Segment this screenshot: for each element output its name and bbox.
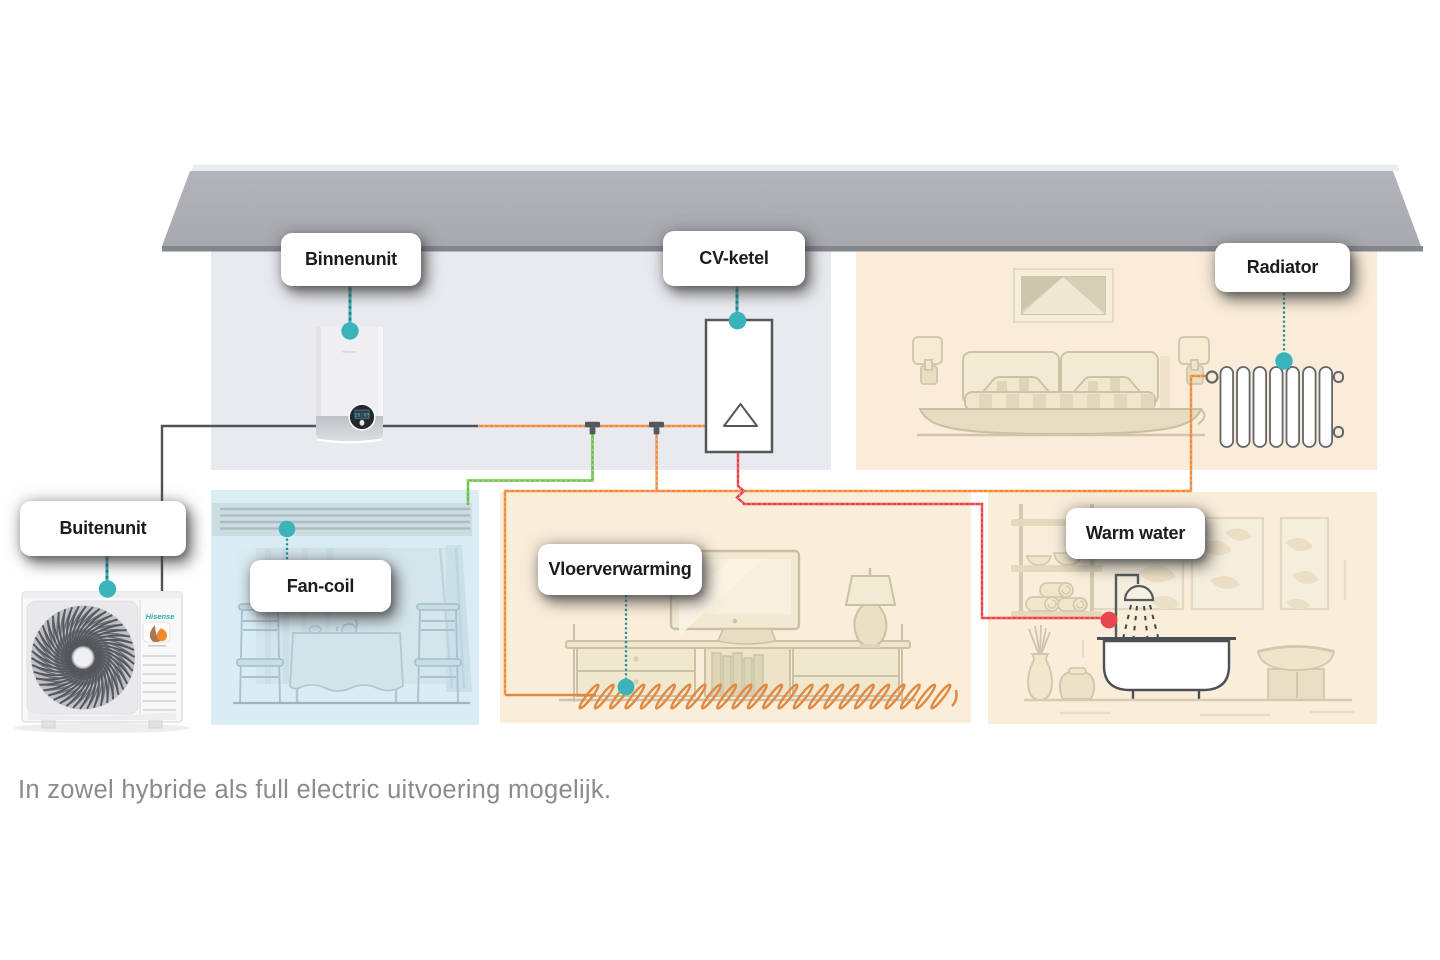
svg-text:Hisense: Hisense [342, 349, 357, 354]
svg-text:15:03: 15:03 [354, 413, 370, 419]
svg-text:Hisense: Hisense [146, 612, 175, 621]
